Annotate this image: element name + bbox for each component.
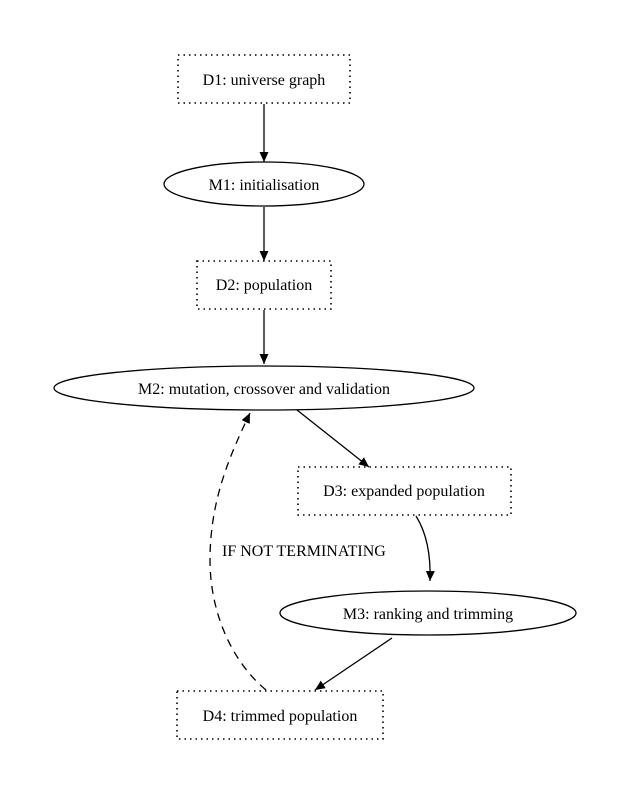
node-m1-label: M1: initialisation <box>209 177 320 194</box>
node-d2-box <box>196 260 332 310</box>
node-m3-label: M3: ranking and trimming <box>343 606 513 623</box>
node-m2-ellipse <box>53 365 475 411</box>
edges <box>209 104 435 691</box>
node-m3-ellipse <box>279 590 577 636</box>
node-d4-box <box>176 690 384 740</box>
edge-d3-to-m3 <box>415 515 435 582</box>
edge-m3-to-d4 <box>314 637 393 691</box>
node-d4: D4: trimmed population <box>176 690 384 740</box>
node-m2: M2: mutation, crossover and validation <box>53 365 475 411</box>
node-m1-ellipse <box>163 161 365 207</box>
node-d2: D2: population <box>196 260 332 310</box>
node-d3-box <box>297 466 512 516</box>
edge-label-if-not-terminating: IF NOT TERMINATING <box>222 543 386 560</box>
edge-m2-to-d3 <box>296 409 370 468</box>
node-m3: M3: ranking and trimming <box>279 590 577 636</box>
node-m1: M1: initialisation <box>163 161 365 207</box>
node-d3-label: D3: expanded population <box>323 483 485 500</box>
node-d4-label: D4: trimmed population <box>203 708 358 725</box>
node-d1: D1: universe graph <box>177 54 351 104</box>
node-m2-label: M2: mutation, crossover and validation <box>138 381 390 398</box>
node-d2-label: D2: population <box>216 277 312 294</box>
edge-d4-to-m2-loop <box>209 412 267 691</box>
node-d3: D3: expanded population <box>297 466 512 516</box>
node-d1-label: D1: universe graph <box>203 72 326 89</box>
